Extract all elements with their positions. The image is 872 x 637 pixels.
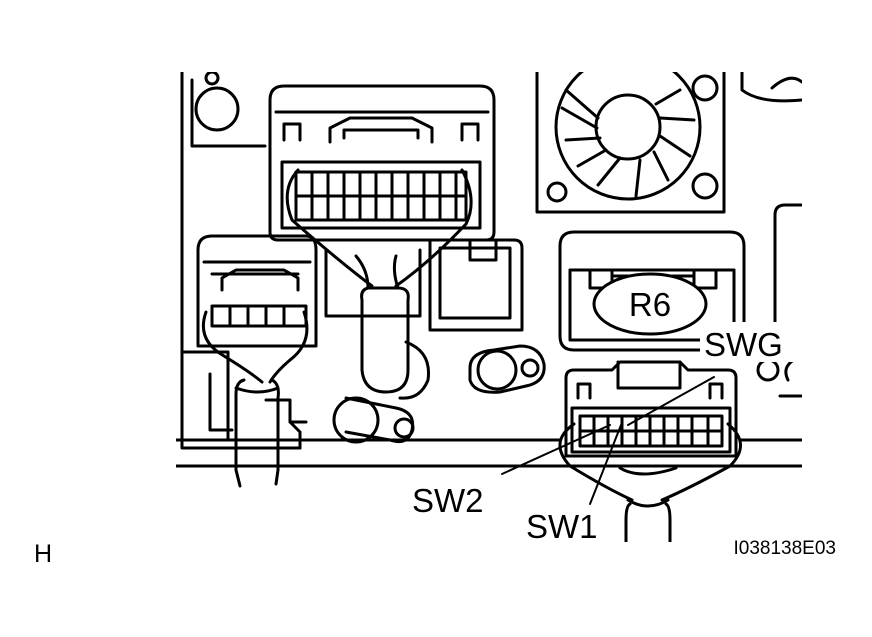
fan-unit (535, 72, 726, 214)
harness-sw (558, 422, 742, 542)
terminal-label-swg: SWG (704, 326, 783, 363)
leader-sw1 (589, 424, 622, 505)
harness-left (234, 378, 308, 488)
swg-label-backing (700, 322, 802, 362)
terminal-label-sw1: SW1 (526, 508, 598, 545)
connector-label-r6: R6 (629, 286, 671, 323)
connector-small-mid (324, 238, 524, 332)
r6-label-oval (592, 272, 708, 336)
leader-sw2 (501, 424, 611, 475)
leader-swg (627, 376, 715, 426)
connector-sw (564, 360, 738, 458)
harness-upper (354, 254, 431, 400)
mount-bosses (332, 344, 546, 444)
connector-left (182, 234, 318, 442)
connector-large-upper (268, 84, 496, 288)
terminal-label-sw2: SW2 (412, 482, 484, 519)
view-letter-label: H (34, 540, 52, 568)
figure-code-label: I038138E03 (734, 538, 837, 559)
